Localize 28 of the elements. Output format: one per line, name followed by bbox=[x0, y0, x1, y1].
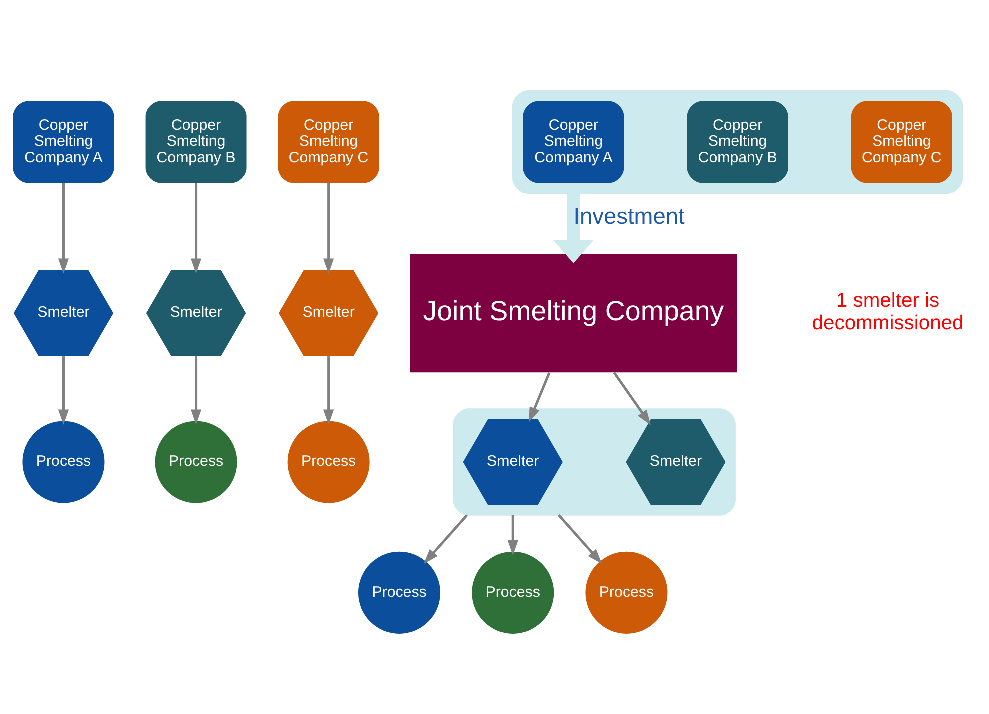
arrow bbox=[424, 514, 468, 564]
arrow bbox=[324, 182, 334, 274]
arrow bbox=[528, 372, 551, 422]
edge-label: Investment bbox=[574, 202, 685, 229]
arrow bbox=[613, 372, 652, 425]
node-circle: Process bbox=[358, 551, 441, 634]
node-box: Copper Smelting Company A bbox=[13, 100, 114, 183]
arrow bbox=[190, 182, 202, 274]
arrow bbox=[324, 356, 334, 424]
node-box: Copper Smelting Company B bbox=[146, 100, 247, 183]
node-circle: Process bbox=[288, 420, 370, 503]
arrow bbox=[190, 356, 202, 424]
label: 1 smelter is decommissioned bbox=[812, 289, 964, 334]
arrow bbox=[58, 356, 70, 424]
arrow bbox=[508, 514, 518, 556]
arrow bbox=[58, 182, 70, 274]
cluster bbox=[512, 90, 964, 194]
node-box: Copper Smelting Company B bbox=[687, 100, 788, 183]
node-box: Copper Smelting Company C bbox=[851, 100, 952, 183]
node-box: Copper Smelting Company A bbox=[523, 100, 624, 183]
node-box: Copper Smelting Company C bbox=[278, 100, 380, 183]
node-circle: Process bbox=[22, 420, 105, 503]
arrow bbox=[558, 514, 602, 564]
node-box: Joint Smelting Company bbox=[410, 254, 738, 372]
node-circle: Process bbox=[586, 551, 668, 634]
node-circle: Process bbox=[155, 420, 238, 503]
arrow bbox=[553, 192, 594, 263]
node-circle: Process bbox=[472, 551, 554, 634]
